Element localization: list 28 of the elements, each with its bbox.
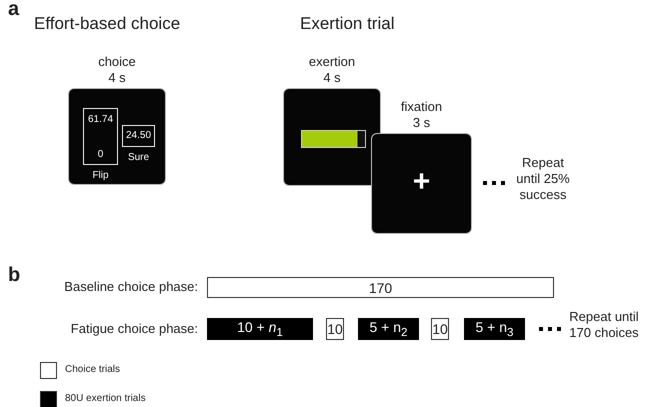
- row-label: Baseline choice phase:: [63, 279, 198, 294]
- option-label: Flip: [91, 169, 110, 182]
- screen-title: fixation 3 s: [400, 99, 444, 131]
- legend-text: 80U exertion trials: [65, 393, 146, 404]
- panel-letter: b: [8, 264, 20, 287]
- option-box: [122, 125, 155, 147]
- screen-title: exertion 4 s: [308, 54, 356, 86]
- option-label: Sure: [126, 151, 150, 164]
- panel-letter: a: [8, 0, 20, 21]
- legend-text: Choice trials: [65, 364, 120, 375]
- exertion-block: 5 + n$_{3}$: [464, 318, 525, 340]
- choice-block: 10: [431, 318, 449, 340]
- section-title: Exertion trial: [300, 14, 394, 34]
- note-text: Repeat until 25% success: [515, 155, 571, 203]
- section-title: Effort-based choice: [34, 14, 180, 34]
- option-value: 0: [96, 148, 104, 161]
- exertion-block: 5 + n$_{2}$: [358, 318, 419, 340]
- note-text: Repeat until 170 choices: [568, 309, 640, 341]
- option-value: 24.50: [124, 129, 152, 142]
- choice-block: 170: [207, 277, 554, 298]
- screen-title: choice 4 s: [97, 54, 137, 86]
- option-value: 61.74: [86, 113, 114, 126]
- effort-bar: [301, 130, 366, 148]
- fixation-cross: +: [412, 164, 432, 198]
- option-box: [83, 108, 118, 165]
- choice-block: 10: [326, 318, 344, 340]
- exertion-block: 10 + n$_{1}$: [207, 318, 313, 340]
- row-label: Fatigue choice phase:: [70, 321, 198, 336]
